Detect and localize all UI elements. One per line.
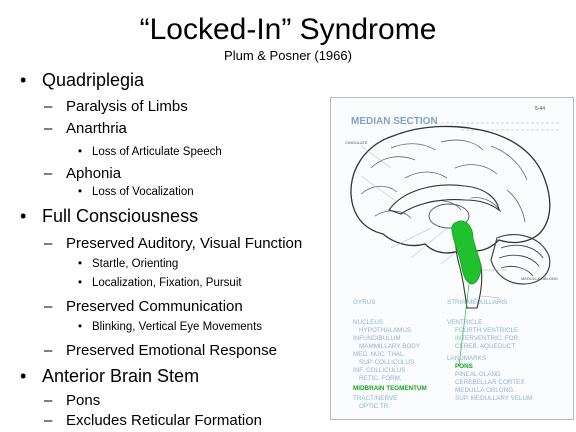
- cerebrum-outline: [350, 125, 551, 254]
- figure-highlight-label: MIDBRAIN TEGMENTUM: [353, 385, 427, 392]
- bullet-marker: •: [78, 277, 83, 289]
- figure-right-label: FOURTH VENTRICLE: [455, 327, 518, 334]
- bullet-marker: –: [44, 412, 53, 429]
- outline-item-level-2: –Paralysis of Limbs: [44, 98, 188, 115]
- outline-item-level-3: • Blinking, Vertical Eye Movements: [78, 321, 262, 333]
- outline-item-level-3: • Localization, Fixation, Pursuit: [78, 277, 242, 289]
- figure-left-label: MAMMILLARY BODY: [359, 343, 421, 350]
- figure-right-label: VENTRICLE: [447, 319, 482, 326]
- outline-item-text: Aphonia: [66, 165, 122, 182]
- outline-item-text: Pons: [66, 392, 101, 409]
- bullet-marker: •: [78, 146, 83, 158]
- outline-item-text: Preserved Communication: [66, 298, 243, 315]
- figure-right-label: CEREB. AQUEDUCT: [455, 343, 515, 350]
- outline-item-text: Quadriplegia: [42, 70, 145, 90]
- slide-title: “Locked-In” Syndrome: [139, 13, 437, 46]
- figure-left-label: SUP. COLLICULUS: [359, 359, 414, 366]
- outline-item-level-3: • Loss of Vocalization: [78, 186, 194, 198]
- bullet-marker: •: [20, 206, 27, 226]
- bullet-marker: •: [78, 321, 83, 333]
- outline-item-level-2: –Excludes Reticular Formation: [44, 412, 262, 429]
- figure-right-label: CEREBELLAR CORTEX: [455, 379, 525, 386]
- figure-right-label: INTERVENTRIC. FOR.: [455, 335, 520, 342]
- bullet-marker: –: [44, 298, 53, 315]
- brain-median-section-figure: MEDIAN SECTION 5-44: [330, 97, 574, 420]
- figure-left-label: RETIC. FORM.: [359, 375, 402, 382]
- outline-item-level-1: • Anterior Brain Stem: [20, 366, 199, 387]
- figure-left-label: MED. NUC. THAL.: [353, 351, 406, 358]
- figure-right-label: SUP. MEDULLARY VELUM: [455, 395, 532, 402]
- outline-item-level-2: –Preserved Auditory, Visual Function: [44, 235, 302, 252]
- bullet-marker: •: [20, 70, 27, 90]
- figure-left-label: TRACT/NERVE: [353, 395, 397, 402]
- outline-item-level-2: –Anarthria: [44, 120, 127, 137]
- figure-plate-number: 5-44: [535, 106, 545, 112]
- outline-item-text: Excludes Reticular Formation: [66, 412, 262, 429]
- brain-illustration: MEDIAN SECTION 5-44: [345, 106, 559, 410]
- figure-left-label: OPTIC TR.: [359, 403, 390, 410]
- outline-item-text: Localization, Fixation, Pursuit: [92, 277, 242, 289]
- outline-item-level-2: –Aphonia: [44, 165, 121, 182]
- figure-pons-label: PONS: [455, 363, 473, 370]
- figure-right-label: STRIA MEDULLARIS: [447, 299, 507, 306]
- bullet-marker: –: [44, 235, 53, 252]
- outline-item-text: Full Consciousness: [42, 206, 199, 226]
- outline-item-level-1: • Quadriplegia: [20, 70, 144, 91]
- left-label-column: GYRUS NUCLEUSHYPOTHALAMUSINFUNDIBULUMMAMM…: [353, 299, 427, 410]
- bullet-marker: –: [44, 165, 53, 182]
- bullet-marker: –: [44, 120, 53, 137]
- figure-heading: MEDIAN SECTION: [351, 116, 438, 127]
- outline-item-level-3: • Loss of Articulate Speech: [78, 146, 222, 158]
- figure-right-label: PINEAL GLAND: [455, 371, 501, 378]
- outline-item-level-3: • Startle, Orienting: [78, 258, 178, 270]
- bullet-marker: –: [44, 342, 53, 359]
- outline-item-text: Paralysis of Limbs: [66, 98, 188, 115]
- pons-highlight: [451, 220, 482, 285]
- outline-item-text: Anarthria: [66, 120, 127, 137]
- figure-left-label: NUCLEUS: [353, 319, 383, 326]
- bullet-marker: –: [44, 98, 53, 115]
- figure-right-label: LANDMARKS: [447, 355, 486, 362]
- outline-item-text: Loss of Articulate Speech: [92, 146, 222, 158]
- outline-item-text: Anterior Brain Stem: [42, 366, 200, 386]
- figure-left-label: INFUNDIBULUM: [353, 335, 401, 342]
- figure-small-label-cingulate: CINGULATE: [345, 140, 368, 145]
- outline-item-text: Startle, Orienting: [92, 258, 179, 270]
- bullet-marker: –: [44, 392, 53, 409]
- figure-left-label: HYPOTHALAMUS: [359, 327, 411, 334]
- outline-item-level-2: –Preserved Communication: [44, 298, 243, 315]
- outline-item-text: Blinking, Vertical Eye Movements: [92, 321, 263, 333]
- figure-right-label: MEDULLA OBLONG.: [455, 387, 515, 394]
- cerebellum: [490, 234, 551, 285]
- slide-subtitle: Plum & Posner (1966): [224, 48, 352, 63]
- bullet-marker: •: [78, 186, 83, 198]
- figure-small-label-spinal: MEDULLA OBLONG.: [521, 276, 559, 281]
- bullet-marker: •: [78, 258, 83, 270]
- outline-item-text: Loss of Vocalization: [92, 186, 194, 198]
- figure-left-label: INF. COLLICULUS: [353, 367, 406, 374]
- outline-item-text: Preserved Auditory, Visual Function: [66, 235, 303, 252]
- corpus-callosum: [388, 184, 500, 215]
- outline-item-level-2: –Preserved Emotional Response: [44, 342, 277, 359]
- bullet-marker: •: [20, 366, 27, 386]
- figure-left-label: GYRUS: [353, 299, 375, 306]
- outline-item-level-2: –Pons: [44, 392, 100, 409]
- outline-item-level-1: • Full Consciousness: [20, 206, 198, 227]
- outline-item-text: Preserved Emotional Response: [66, 342, 277, 359]
